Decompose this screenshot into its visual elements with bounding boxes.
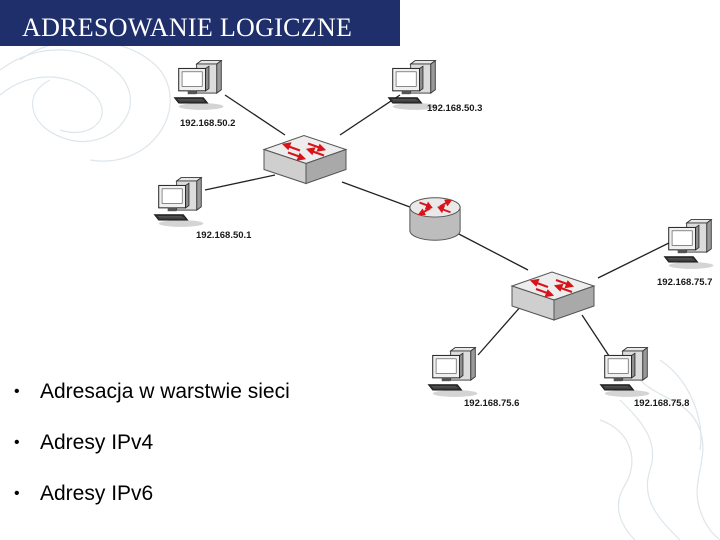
ip-label-host-5: 192.168.75.6: [464, 398, 520, 409]
bullet-marker: •: [14, 383, 20, 400]
bullet-item: • Adresy IPv4: [14, 428, 290, 479]
bullet-marker: •: [14, 434, 20, 451]
bullet-text: Adresy IPv6: [40, 482, 154, 505]
router-icon: [408, 196, 462, 242]
link-pc501-switch1: [204, 174, 276, 191]
bullet-text: Adresacja w warstwie sieci: [40, 380, 290, 403]
bullet-marker: •: [14, 485, 20, 502]
slide-title: ADRESOWANIE LOGICZNE: [22, 13, 353, 42]
workstation-icon: [173, 60, 225, 111]
ip-label-host-6: 192.168.75.8: [634, 398, 690, 409]
ip-label-host-3: 192.168.50.1: [196, 230, 252, 241]
network-links: [204, 94, 676, 366]
title-bar: ADRESOWANIE LOGICZNE: [0, 0, 400, 46]
link-switch2-pc756: [477, 304, 523, 356]
workstation-icon: [153, 177, 205, 228]
workstation-icon: [427, 347, 479, 398]
bullet-text: Adresy IPv4: [40, 431, 154, 454]
bullet-item: • Adresacja w warstwie sieci: [14, 377, 290, 428]
switch-icon: [510, 270, 596, 322]
link-router-switch2: [454, 231, 529, 271]
link-pc503-switch1: [339, 94, 401, 136]
ip-label-host-2: 192.168.50.3: [427, 103, 483, 114]
bullet-item: • Adresy IPv6: [14, 479, 290, 530]
bullet-list: • Adresacja w warstwie sieci • Adresy IPv4…: [14, 377, 290, 530]
switch-icon: [262, 134, 348, 185]
workstation-icon: [663, 219, 715, 270]
link-switch2-pc757: [597, 239, 676, 279]
link-switch1-router: [341, 181, 419, 211]
ip-label-host-4: 192.168.75.7: [657, 277, 713, 288]
ip-label-host-1: 192.168.50.2: [180, 118, 236, 129]
workstation-icon: [599, 347, 651, 398]
link-pc502-switch1: [224, 94, 286, 136]
